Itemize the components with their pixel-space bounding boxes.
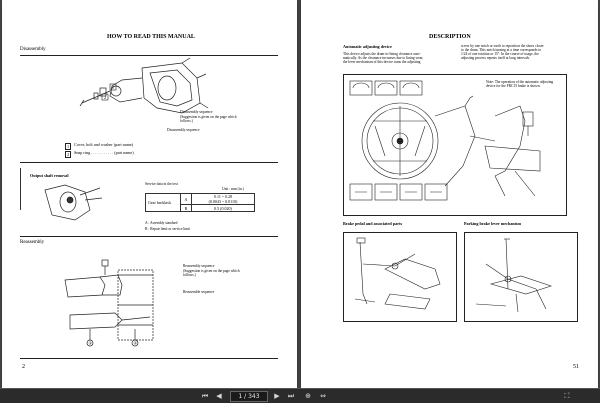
svg-text:2: 2 (104, 95, 106, 100)
text-line: the lever mechanism of this device turns… (343, 60, 421, 65)
first-page-icon[interactable]: ⏮ (201, 392, 209, 400)
table-cell: A (180, 193, 192, 205)
callout-suggestion: (Suggestion is given on the page which f… (180, 115, 237, 124)
service-data-caption: Service data in the text (145, 182, 178, 186)
table-cell: 0.5 (0.020) (191, 204, 255, 212)
auto-adjust-figure (349, 80, 541, 201)
text-line: matically. As the clearance increases du… (343, 56, 424, 61)
figure-note: Note: The operation of the automatic adj… (486, 80, 554, 89)
column-1-text: This device adjusts the drum-to-lining c… (343, 52, 423, 64)
section-heading-disassembly: Disassembly (20, 47, 46, 52)
page-title: DESCRIPTION (429, 34, 471, 40)
reassembly-figure: ① ② (64, 259, 154, 347)
page-number: 2 (22, 364, 25, 370)
text-line: 1/24 of one rotation or 15°. In the cour… (461, 52, 539, 57)
fullscreen-icon[interactable]: ⛶ (564, 392, 570, 400)
page-number: 51 (573, 364, 579, 370)
note-a: A : Assembly standard (145, 221, 178, 225)
parking-brake-figure (475, 238, 552, 313)
disassembly-figure: 1 2 (79, 58, 209, 114)
column-2-text: screw by one notch or tooth to repositio… (461, 44, 544, 61)
svg-text:②: ② (134, 341, 138, 346)
last-page-icon[interactable]: ⏭ (287, 392, 295, 400)
brake-figure-frame (343, 74, 567, 216)
svg-text:①: ① (89, 341, 93, 346)
callout-reassembly-sequence: Reassembly sequence (183, 264, 215, 268)
divider (20, 55, 278, 56)
auto-adjust-heading: Automatic adjusting device (343, 44, 392, 49)
next-page-icon[interactable]: ▶ (274, 392, 280, 400)
prev-page-icon[interactable]: ◀ (216, 392, 222, 400)
callout-reassemble-sequence: Reassemble sequence (183, 290, 215, 294)
table-cell: (0.0043 ~ 0.0110) (208, 199, 238, 204)
divider (20, 236, 278, 237)
callout-disassembly-sequence-2: Disassembly sequence (167, 128, 200, 132)
text-line: screw by one notch or tooth to repositio… (461, 44, 544, 48)
divider (20, 358, 278, 359)
viewer-toolbar: ⏮ ◀ 1 / 343 ▶ ⏭ ⊕ ⇔ ⛶ (0, 388, 600, 403)
zoom-icon[interactable]: ⊕ (305, 392, 311, 400)
output-shaft-figure (44, 184, 103, 221)
svg-text:1: 1 (112, 85, 114, 90)
page-indicator[interactable]: 1 / 343 (230, 391, 268, 402)
parking-brake-figure-frame (464, 232, 578, 322)
text-line: This device adjusts the drum-to-lining c… (343, 52, 421, 56)
table-cell: B (180, 204, 192, 212)
table-cell: 0.11 ~ 0.28 (213, 194, 232, 199)
bracket-line (20, 168, 21, 210)
divider (20, 162, 278, 163)
text-line: to the drum. This notch turning at a tim… (461, 48, 542, 53)
table-row-label: Gear backlash (145, 193, 181, 212)
text-line: adjusting process repeats itself at long… (461, 56, 530, 61)
item-snap-ring: Snap ring . . . . . . . . . . . (part na… (74, 150, 134, 155)
item-number-box: 1 (65, 143, 71, 150)
item-number-box: 2 (65, 151, 71, 158)
right-page: DESCRIPTION Automatic adjusting device T… (301, 0, 598, 388)
output-shaft-removal-heading: Output shaft removal (30, 173, 69, 178)
brake-pedal-heading: Brake pedal and associated parts (343, 221, 403, 226)
parking-brake-heading: Parking brake lever mechanism (464, 221, 522, 226)
brake-pedal-figure (354, 237, 441, 310)
unit-label: Unit : mm (in.) (222, 187, 244, 191)
fit-width-icon[interactable]: ⇔ (320, 392, 326, 400)
left-page: HOW TO READ THIS MANUAL Disassembly 1 2 … (2, 0, 297, 388)
note-b: B : Repair limit or service limit (145, 227, 191, 231)
callout-reassembly-suggestion: (Suggestion is given on the page which f… (183, 269, 240, 278)
document-viewer[interactable]: HOW TO READ THIS MANUAL Disassembly 1 2 … (0, 0, 600, 388)
service-data-table: Gear backlash A 0.11 ~ 0.28(0.0043 ~ 0.0… (145, 193, 255, 212)
page-title: HOW TO READ THIS MANUAL (107, 34, 195, 40)
callout-disassembly-sequence: Disassembly sequence (180, 110, 213, 114)
brake-pedal-figure-frame (343, 232, 457, 322)
item-cover-bolt-washer: Cover, bolt and washer (part name) (74, 142, 134, 147)
section-heading-reassembly: Reassembly (20, 240, 45, 245)
